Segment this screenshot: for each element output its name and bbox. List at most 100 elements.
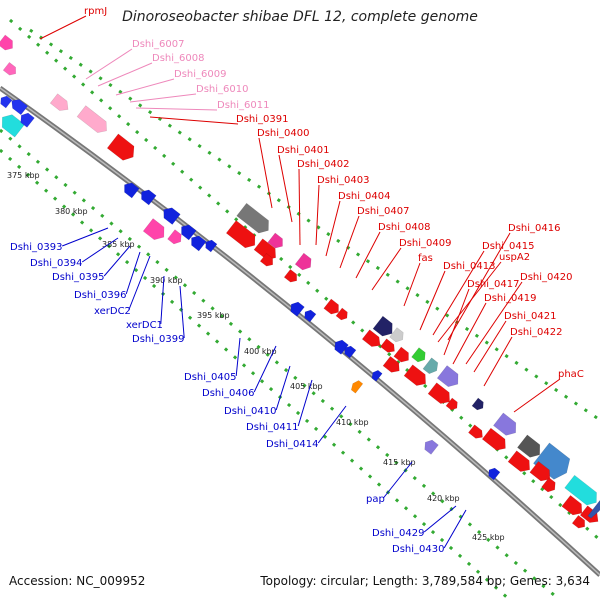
leader-line-forward xyxy=(315,184,320,246)
genome-backbone-highlight xyxy=(0,87,600,576)
gene-label-reverse: xerDC1 xyxy=(126,320,163,331)
gene-label-forward: Dshi_0403 xyxy=(317,175,369,186)
gene-arrow xyxy=(481,427,506,451)
gene-arrow xyxy=(334,339,349,355)
gene-label-reverse: Dshi_0406 xyxy=(202,388,254,399)
gene-label-reverse: Dshi_0396 xyxy=(74,290,126,301)
gene-arrow xyxy=(2,62,16,76)
gene-feature-26 xyxy=(304,309,317,323)
leader-line-forward xyxy=(258,137,273,209)
leader-line-rna xyxy=(97,62,153,87)
gene-arrow xyxy=(0,34,13,51)
gene-feature-18 xyxy=(236,202,269,234)
gene-arrow xyxy=(541,477,556,493)
gene-arrow xyxy=(167,229,182,245)
leader-line-reverse xyxy=(81,237,119,263)
gene-feature-4 xyxy=(11,99,29,116)
gene-arrow xyxy=(11,99,29,116)
gene-arrow xyxy=(335,307,348,321)
leader-line-reverse xyxy=(103,245,131,277)
gene-feature-28 xyxy=(335,307,348,321)
gene-feature-30 xyxy=(344,345,357,359)
gene-label-forward: Dshi_0409 xyxy=(399,238,451,249)
gene-arrow xyxy=(529,460,551,482)
gene-feature-12 xyxy=(163,207,181,225)
scale-label-kbp: 375 kbp xyxy=(7,171,40,180)
gene-arrow xyxy=(0,95,13,109)
gene-feature-19 xyxy=(267,232,283,249)
gene-feature-52 xyxy=(564,474,597,506)
gene-label-reverse: xerDC2 xyxy=(94,306,131,317)
gene-feature-45 xyxy=(468,424,483,439)
scale-label-kbp: 425 kbp xyxy=(472,533,505,542)
gene-feature-40 xyxy=(403,364,426,386)
leader-line-forward xyxy=(443,288,470,356)
gene-label-reverse: Dshi_0394 xyxy=(30,258,82,269)
leader-line-forward xyxy=(513,378,561,413)
gene-arrow xyxy=(436,365,459,388)
gene-feature-24 xyxy=(283,269,297,283)
gene-feature-60 xyxy=(488,467,501,481)
scale-label-kbp: 405 kbp xyxy=(290,382,323,391)
gene-label-forward: Dshi_0413 xyxy=(443,261,495,272)
gene-feature-51 xyxy=(541,477,556,493)
leader-line-forward xyxy=(432,250,485,336)
gene-feature-14 xyxy=(142,218,165,241)
scale-label-kbp: 385 kbp xyxy=(102,240,135,249)
scale-label-kbp: 395 kbp xyxy=(197,311,230,320)
gene-arrow xyxy=(76,105,107,133)
gene-label-reverse: Dshi_0410 xyxy=(224,406,276,417)
gene-label-rna: Dshi_6011 xyxy=(217,100,269,111)
gene-arrow xyxy=(142,218,165,241)
leader-line-reverse xyxy=(317,405,347,444)
gene-feature-7 xyxy=(49,93,69,111)
gene-feature-31 xyxy=(372,315,393,337)
gene-label-forward: Dshi_0408 xyxy=(378,222,430,233)
leader-line-reverse xyxy=(383,461,413,499)
gene-arrow xyxy=(124,182,140,199)
gene-arrow xyxy=(20,112,35,128)
gene-feature-35 xyxy=(393,346,409,363)
gene-arrow xyxy=(106,133,135,161)
gene-feature-50 xyxy=(529,460,551,482)
gene-label-forward: rpmJ xyxy=(84,6,107,17)
leader-line-forward xyxy=(325,200,341,257)
leader-line-forward xyxy=(298,168,301,246)
gene-feature-29 xyxy=(334,339,349,355)
leader-line-reverse xyxy=(443,509,467,549)
gene-arrow xyxy=(181,224,197,241)
gene-feature-56 xyxy=(587,498,600,519)
gene-label-rna: Dshi_6010 xyxy=(196,84,248,95)
gene-feature-55 xyxy=(571,515,585,529)
leader-line-forward xyxy=(465,281,523,365)
leader-line-forward xyxy=(149,116,239,125)
gene-label-forward: Dshi_0415 xyxy=(482,241,534,252)
gene-arrow xyxy=(372,315,393,337)
gene-arrow xyxy=(488,467,501,481)
gene-feature-17 xyxy=(205,239,218,253)
gene-label-forward: fas xyxy=(418,253,433,264)
leader-line-rna xyxy=(129,93,197,103)
gene-label-forward: Dshi_0421 xyxy=(504,311,556,322)
gene-feature-46 xyxy=(481,427,506,451)
scale-label-kbp: 415 kbp xyxy=(383,458,416,467)
gene-label-forward: Dshi_0400 xyxy=(257,128,309,139)
gene-feature-22 xyxy=(259,253,273,267)
gene-feature-23 xyxy=(294,252,312,271)
leader-line-reverse xyxy=(275,365,291,411)
leader-line-forward xyxy=(419,270,446,331)
gene-arrow xyxy=(290,301,305,317)
gene-arrow xyxy=(141,189,157,206)
gene-label-reverse: Dshi_0405 xyxy=(184,372,236,383)
gene-feature-16 xyxy=(191,235,207,252)
gene-arrow xyxy=(259,253,273,267)
leader-line-reverse xyxy=(235,337,241,377)
leader-line-forward xyxy=(403,262,421,307)
gene-label-reverse: pap xyxy=(366,494,385,505)
gene-label-forward: uspA2 xyxy=(499,252,530,263)
gene-feature-47 xyxy=(517,434,541,458)
leader-line-reverse xyxy=(297,379,313,427)
gene-arrow xyxy=(507,450,530,472)
gene-label-reverse: Dshi_0395 xyxy=(52,272,104,283)
